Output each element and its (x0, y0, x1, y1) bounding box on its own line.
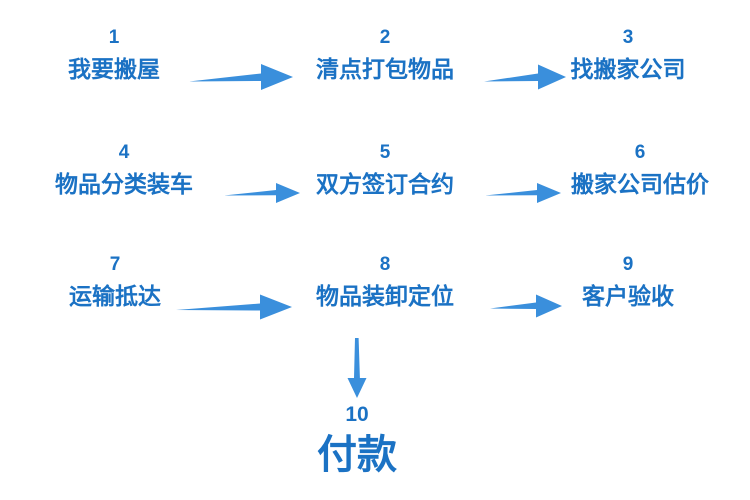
arrow-7-to-8 (176, 293, 292, 321)
arrow-8-to-10 (341, 338, 373, 398)
step-node-6[interactable]: 6 搬家公司估价 (552, 143, 728, 196)
step-label-4: 物品分类装车 (55, 171, 193, 197)
step-label-10: 付款 (317, 433, 397, 477)
arrow-2-to-3 (484, 63, 566, 91)
step-label-9: 客户验收 (582, 283, 674, 309)
step-label-7: 运输抵达 (69, 283, 161, 309)
step-label-2: 清点打包物品 (316, 56, 454, 82)
arrow-4-to-5 (224, 182, 300, 204)
step-label-8: 物品装卸定位 (316, 283, 454, 309)
step-number-5: 5 (379, 142, 391, 163)
step-node-9[interactable]: 9 客户验收 (563, 255, 693, 308)
step-number-4: 4 (118, 142, 130, 163)
step-node-10[interactable]: 10 付款 (297, 404, 417, 475)
step-label-6: 搬家公司估价 (571, 171, 709, 197)
step-label-3: 找搬家公司 (570, 56, 686, 82)
step-node-1[interactable]: 1 我要搬屋 (50, 28, 178, 81)
step-number-2: 2 (379, 27, 391, 48)
step-node-5[interactable]: 5 双方签订合约 (297, 143, 473, 196)
step-number-9: 9 (622, 254, 634, 275)
step-node-4[interactable]: 4 物品分类装车 (36, 143, 212, 196)
step-node-3[interactable]: 3 找搬家公司 (560, 28, 696, 81)
step-number-7: 7 (109, 254, 121, 275)
step-node-8[interactable]: 8 物品装卸定位 (297, 255, 473, 308)
step-node-2[interactable]: 2 清点打包物品 (297, 28, 473, 81)
arrow-8-to-9 (490, 293, 562, 319)
step-number-1: 1 (108, 27, 120, 48)
arrow-1-to-2 (189, 62, 293, 92)
step-label-5: 双方签订合约 (316, 171, 454, 197)
step-label-1: 我要搬屋 (68, 56, 160, 82)
step-node-7[interactable]: 7 运输抵达 (51, 255, 179, 308)
step-number-3: 3 (622, 27, 634, 48)
step-number-8: 8 (379, 254, 391, 275)
arrow-5-to-6 (485, 182, 561, 204)
step-number-10: 10 (345, 403, 369, 426)
step-number-6: 6 (634, 142, 646, 163)
